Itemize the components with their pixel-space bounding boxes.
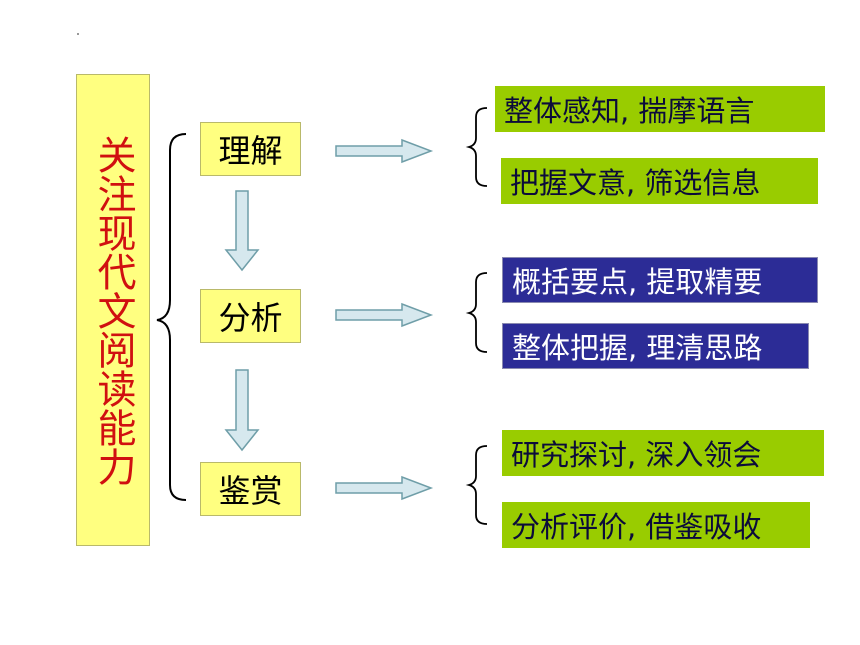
stage-analysis-box: 分析 bbox=[200, 289, 301, 343]
stage-appreciation-box: 鉴赏 bbox=[200, 462, 301, 516]
down-arrow-2 bbox=[224, 369, 260, 452]
down-arrow-1 bbox=[224, 190, 260, 272]
main-brace bbox=[156, 133, 187, 501]
result-box-2-2: 整体把握, 理清思路 bbox=[502, 323, 809, 369]
right-arrow-2 bbox=[335, 302, 434, 328]
decorative-dot bbox=[77, 33, 79, 35]
result-box-3-2: 分析评价, 借鉴吸收 bbox=[502, 502, 810, 548]
result-box-2-1: 概括要点, 提取精要 bbox=[502, 257, 818, 303]
main-title-box: 关注现代文阅读能力 bbox=[76, 74, 150, 546]
small-brace-3 bbox=[465, 445, 488, 525]
stage-understanding-box: 理解 bbox=[200, 122, 301, 176]
result-box-1-1: 整体感知, 揣摩语言 bbox=[495, 86, 825, 132]
right-arrow-1 bbox=[335, 138, 434, 164]
result-box-1-2: 把握文意, 筛选信息 bbox=[501, 158, 818, 204]
small-brace-2 bbox=[465, 272, 488, 353]
small-brace-1 bbox=[465, 107, 488, 187]
result-box-3-1: 研究探讨, 深入领会 bbox=[502, 430, 824, 476]
main-title: 关注现代文阅读能力 bbox=[91, 134, 136, 486]
right-arrow-3 bbox=[335, 475, 434, 501]
